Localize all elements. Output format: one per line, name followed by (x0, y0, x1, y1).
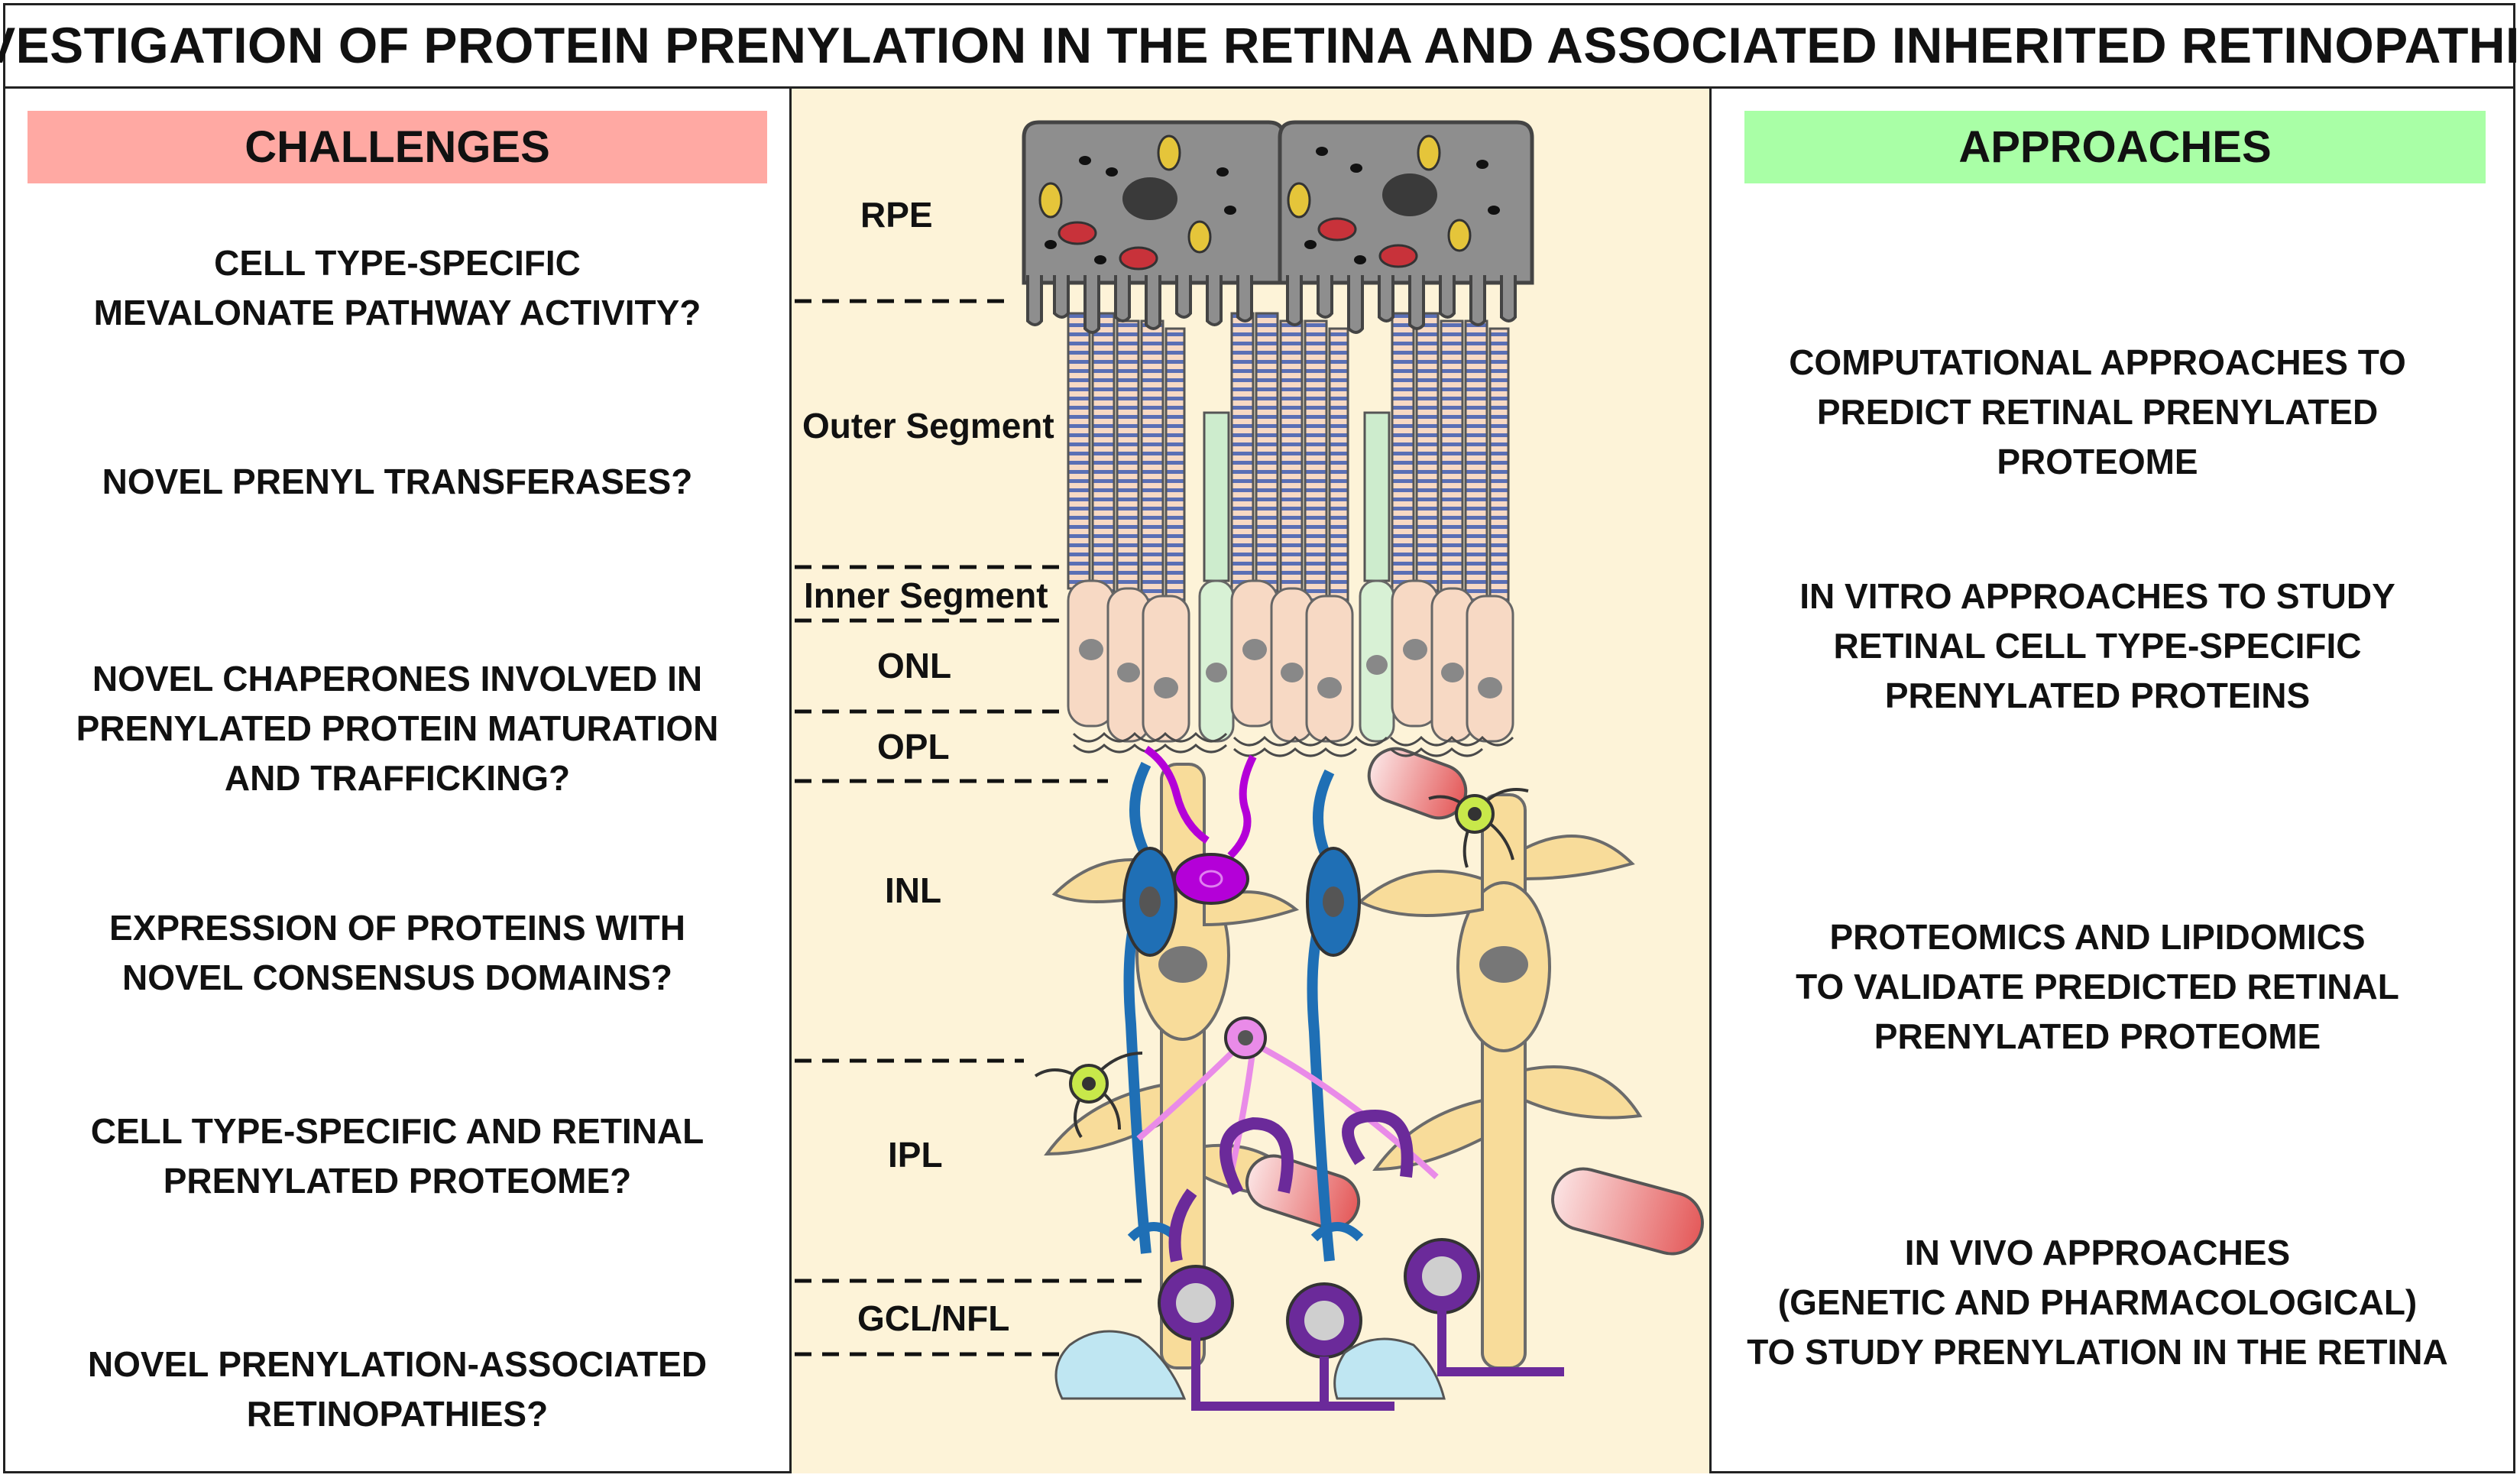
approach-item: IN VIVO APPROACHES (GENETIC AND PHARMACO… (1747, 1233, 2448, 1372)
ganglion-cells (1158, 1109, 1564, 1411)
photoreceptor-cell-bodies (1067, 579, 1514, 743)
layer-label-inl: INL (885, 870, 942, 910)
layer-boundaries (795, 299, 1146, 1356)
challenges-header: CHALLENGES (28, 111, 767, 183)
blood-vessels (1245, 747, 1704, 1256)
challenge-item: CELL TYPE-SPECIFIC MEVALONATE PATHWAY AC… (93, 243, 701, 332)
amacrine-cell (1136, 1016, 1439, 1179)
challenge-item: NOVEL PRENYL TRANSFERASES? (102, 462, 693, 501)
column-divider-right (1709, 89, 1712, 1473)
rpe-cells (1022, 120, 1534, 334)
approach-item: IN VITRO APPROACHES TO STUDY RETINAL CEL… (1799, 576, 2395, 715)
layer-label-outer-segment: Outer Segment (802, 406, 1054, 446)
photoreceptor-outer-segments (1067, 312, 1510, 613)
layer-label-inner-segment: Inner Segment (804, 575, 1048, 615)
challenges-header-label: CHALLENGES (245, 122, 550, 172)
horizontal-cell (1144, 745, 1257, 905)
approaches-header-label: APPROACHES (1958, 122, 2272, 172)
muller-endfeet (1054, 1330, 1446, 1400)
layer-label-rpe: RPE (860, 195, 933, 235)
challenge-item: NOVEL CHAPERONES INVOLVED IN PRENYLATED … (76, 659, 719, 798)
challenge-item: EXPRESSION OF PROTEINS WITH NOVEL CONSEN… (109, 908, 685, 997)
layer-label-ipl: IPL (888, 1135, 943, 1175)
muller-nuclei (1158, 946, 1528, 983)
challenge-item: NOVEL PRENYLATION-ASSOCIATED RETINOPATHI… (87, 1344, 708, 1434)
approaches-header: APPROACHES (1744, 111, 2486, 183)
synaptic-terminals (1072, 731, 1514, 757)
bipolar-cells (1122, 761, 1364, 1262)
approach-item: PROTEOMICS AND LIPIDOMICS TO VALIDATE PR… (1796, 917, 2399, 1056)
title-bar: INVESTIGATION OF PROTEIN PRENYLATION IN … (0, 3, 2520, 89)
approach-item: COMPUTATIONAL APPROACHES TO PREDICT RETI… (1789, 342, 2406, 481)
microglia (1034, 788, 1529, 1139)
page-title: INVESTIGATION OF PROTEIN PRENYLATION IN … (0, 16, 2520, 73)
layer-label-opl: OPL (877, 727, 950, 767)
photoreceptor-nuclei (1079, 639, 1502, 698)
layer-label-gcl-nfl: GCL/NFL (857, 1298, 1010, 1338)
column-divider-left (789, 89, 792, 1473)
challenge-item: CELL TYPE-SPECIFIC AND RETINAL PRENYLATE… (90, 1111, 704, 1201)
layer-label-onl: ONL (877, 646, 952, 686)
